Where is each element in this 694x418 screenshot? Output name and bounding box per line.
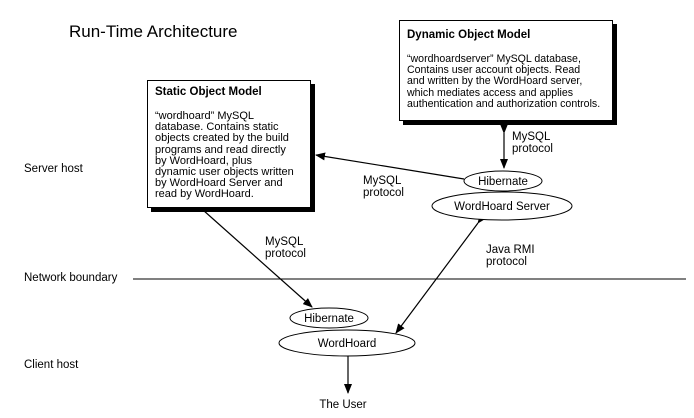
edge-label-client-to-static: MySQL protocol: [265, 236, 306, 260]
node-user-label: The User: [319, 399, 366, 411]
dynamic-object-model-description: “wordhoardserver” MySQL database, Contai…: [407, 53, 601, 110]
dynamic-object-model-title: Dynamic Object Model: [407, 29, 531, 41]
edge-server-to-static-model: [315, 152, 465, 180]
diagram-title: Run-Time Architecture: [69, 22, 238, 41]
node-server-hibernate-oval: [463, 170, 543, 192]
node-wordhoard-server-label: WordHoard Server: [454, 201, 550, 213]
edge-label-server-to-static: MySQL protocol: [363, 175, 404, 199]
node-server-hibernate-label: Hibernate: [478, 176, 528, 188]
region-label-server-host: Server host: [24, 163, 83, 175]
node-wordhoard-oval: [278, 329, 416, 357]
dynamic-object-model-box: Dynamic Object Model “wordhoardserver” M…: [399, 20, 613, 121]
static-object-model-description: “wordhoard” MySQL database. Contains sta…: [155, 110, 294, 201]
edge-java-rmi: [395, 213, 487, 334]
node-wordhoard-label: WordHoard: [318, 338, 377, 350]
node-wordhoard-server-oval: [431, 191, 573, 221]
static-object-model-title: Static Object Model: [155, 86, 262, 98]
edge-label-java-rmi: Java RMI protocol: [486, 244, 535, 268]
node-client-hibernate-oval: [289, 307, 369, 329]
node-client-hibernate-label: Hibernate: [304, 313, 354, 325]
edge-static-to-client-hibernate: [202, 209, 313, 308]
static-object-model-box: Static Object Model “wordhoard” MySQL da…: [147, 80, 311, 208]
edge-label-server-to-dynamic: MySQL protocol: [512, 131, 553, 155]
region-label-client-host: Client host: [24, 359, 79, 371]
region-label-network-boundary: Network boundary: [24, 272, 118, 284]
